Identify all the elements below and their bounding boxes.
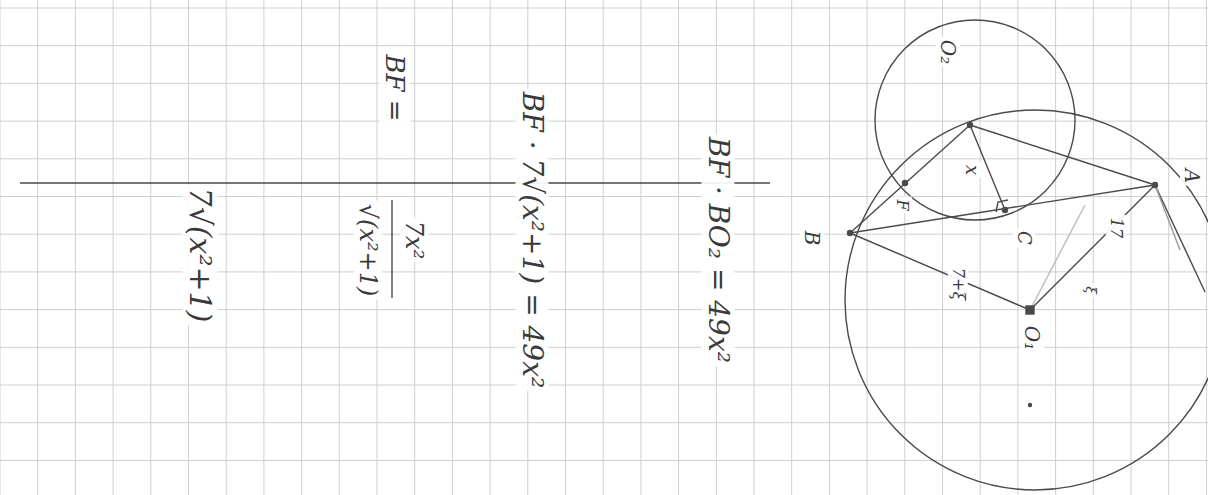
grid-line	[452, 0, 453, 495]
center-point	[1026, 306, 1034, 314]
handwritten-label: √(x²+1)	[354, 201, 382, 300]
handwritten-label: C	[1013, 228, 1035, 248]
segment	[1155, 185, 1205, 292]
point	[903, 181, 908, 186]
segment	[1030, 185, 1155, 310]
grid-line	[37, 0, 38, 495]
handwritten-label: 17	[1106, 215, 1126, 241]
point	[1153, 183, 1158, 188]
grid-line	[150, 0, 151, 495]
handwritten-label: ξ	[1081, 283, 1098, 297]
handwritten-label: BF · 7√(x²+1) = 49x²	[516, 89, 549, 391]
grid-line	[0, 385, 1208, 386]
grid-line	[490, 0, 491, 495]
grid-line	[0, 45, 1208, 46]
dot	[1029, 404, 1032, 407]
grid-line	[0, 158, 1208, 159]
grid-line	[867, 0, 868, 495]
grid-line	[113, 0, 114, 495]
grid-line	[1055, 0, 1056, 495]
point	[848, 231, 853, 236]
geometry-figure	[20, 20, 1208, 490]
small-circle	[875, 20, 1075, 220]
grid-line	[904, 0, 905, 495]
grid-line	[829, 0, 830, 495]
handwritten-label: F	[892, 196, 912, 213]
handwritten-label: 7x²	[400, 218, 428, 262]
faint-segment	[1155, 185, 1180, 250]
right-angle-mark	[996, 200, 1008, 212]
grid-line	[301, 0, 302, 495]
grid-line	[0, 0, 1, 495]
grid-line	[263, 0, 264, 495]
point	[1003, 208, 1008, 213]
grid-line	[75, 0, 76, 495]
handwritten-label: 7√(x²+1)	[183, 185, 218, 326]
point	[968, 123, 973, 128]
faint-segment	[1030, 205, 1085, 310]
grid-line	[942, 0, 943, 495]
grid-line	[678, 0, 679, 495]
handwritten-label: A	[1180, 166, 1204, 186]
separator-line	[20, 182, 770, 183]
grid-line	[1131, 0, 1132, 495]
handwritten-label: BF · BO₂ = 49x²	[702, 134, 735, 366]
grid-line	[226, 0, 227, 495]
segment	[970, 125, 1155, 185]
grid-line	[1168, 0, 1169, 495]
grid-line	[754, 0, 755, 495]
grid-line	[0, 460, 1208, 461]
grid-line	[791, 0, 792, 495]
grid-line	[1206, 0, 1207, 495]
handwritten-label: O₁	[1020, 323, 1044, 353]
grid-line	[565, 0, 566, 495]
grid-line	[0, 121, 1208, 122]
grid-line	[980, 0, 981, 495]
segment	[850, 233, 1030, 310]
fraction-bar	[391, 200, 392, 298]
grid-line	[0, 271, 1208, 272]
big-circle	[845, 110, 1208, 490]
grid-line	[640, 0, 641, 495]
grid-line	[0, 422, 1208, 423]
handwritten-label: BF =	[380, 51, 411, 124]
handwritten-label: B	[800, 228, 824, 249]
handwritten-label: x	[961, 162, 983, 178]
grid-line	[0, 8, 1208, 9]
grid-line	[603, 0, 604, 495]
grid-line	[339, 0, 340, 495]
grid-line	[0, 196, 1208, 197]
handwritten-label: 7+ξ	[948, 265, 968, 303]
handwritten-label: O₂	[936, 37, 960, 67]
grid-line	[0, 83, 1208, 84]
